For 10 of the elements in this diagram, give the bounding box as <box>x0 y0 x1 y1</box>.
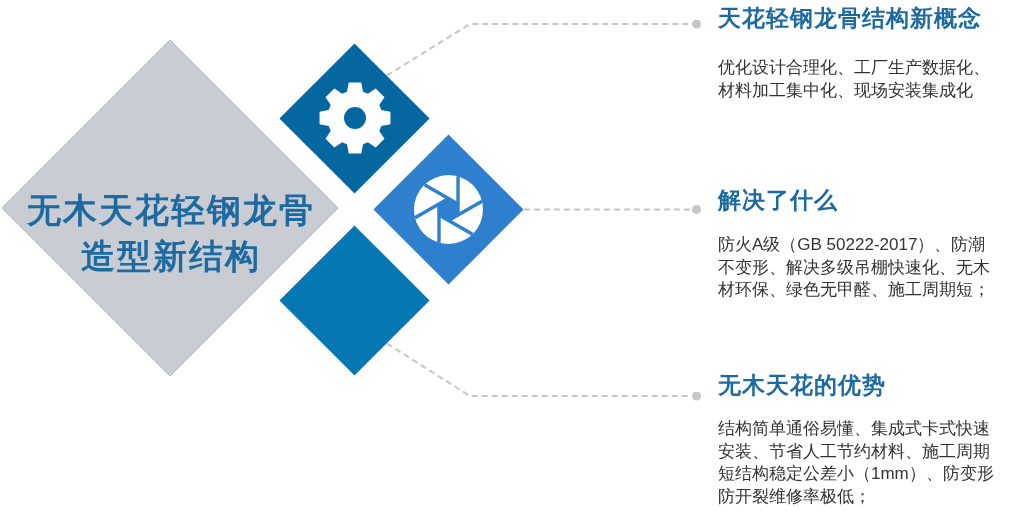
dashed-connector <box>385 19 701 77</box>
section-heading: 天花轻钢龙骨结构新概念 <box>718 4 982 32</box>
main-title: 无木天花轻钢龙骨造型新结构 <box>26 189 316 278</box>
dashed-connector <box>385 342 701 401</box>
section-heading: 解决了什么 <box>718 186 838 214</box>
dashed-connector <box>523 205 701 214</box>
section-heading: 无木天花的优势 <box>718 371 886 399</box>
section-text: 优化设计合理化、工厂生产数据化、材料加工集中化、现场安装集成化 <box>718 57 991 102</box>
section-text: 结构简单通俗易懂、集成式卡式快速安装、节省人工节约材料、施工周期短结构稳定公差小（1mm）、防变形防开裂维修率极低； <box>718 418 995 508</box>
section-text: 防火A级（GB 50222-2017）、防潮不变形、解决多级吊棚快速化、无木材环保、绿色无甲醛、施工周期短； <box>718 234 991 301</box>
